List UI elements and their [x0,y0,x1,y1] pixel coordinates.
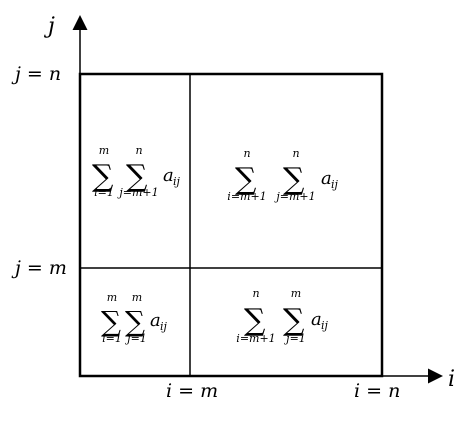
term-subscript: ij [331,178,339,191]
outer-square [78,72,384,378]
label-j-equals-n: j = n [11,63,61,85]
sum-top-right: ∑ n i=m+1 ∑ n j=m+1 a ij [227,147,338,203]
sum1-upper-limit: n [243,147,250,160]
sum1-upper-limit: n [252,287,259,300]
sum2-lower-limit: j=m+1 [273,190,315,203]
sum-bottom-left: ∑ m i=1 ∑ m j=1 a ij [101,291,168,345]
sum-symbol-2: ∑ [283,162,305,197]
term-a: a [150,310,161,331]
term-subscript: ij [173,175,181,188]
label-j-equals-m: j = m [11,257,67,279]
sum-symbol-2: ∑ [283,303,305,338]
sum2-lower-limit: j=1 [283,332,306,345]
term-a: a [311,309,322,330]
sum1-lower-limit: i=1 [102,332,122,345]
sum-symbol-2: ∑ [126,159,148,194]
term-a: a [321,168,332,189]
sum-symbol-1: ∑ [92,159,114,194]
x-axis-label: i [448,367,455,392]
sum2-upper-limit: m [291,287,301,300]
sum-bottom-right: ∑ n i=m+1 ∑ m j=1 a ij [236,287,328,345]
sum-symbol-1: ∑ [235,162,257,197]
sum-symbol-1: ∑ [244,303,266,338]
sum1-upper-limit: m [99,144,109,157]
sum2-lower-limit: j=1 [124,332,147,345]
sum-top-left: ∑ m i=1 ∑ n j=m+1 a ij [92,144,181,199]
label-i-equals-m: i = m [166,380,218,402]
sum2-lower-limit: j=m+1 [116,186,158,199]
sum2-upper-limit: n [135,144,142,157]
y-axis-label: j [43,14,55,39]
sum2-upper-limit: n [292,147,299,160]
sum2-upper-limit: m [132,291,142,304]
sum1-upper-limit: m [107,291,117,304]
term-subscript: ij [321,319,329,332]
sum1-lower-limit: i=m+1 [227,190,266,203]
term-a: a [163,165,174,186]
sum-symbol-2: ∑ [125,305,145,338]
sum1-lower-limit: i=1 [94,186,114,199]
sum-symbol-1: ∑ [101,305,121,338]
sum1-lower-limit: i=m+1 [236,332,275,345]
term-subscript: ij [160,320,168,333]
label-i-equals-n: i = n [354,380,400,402]
